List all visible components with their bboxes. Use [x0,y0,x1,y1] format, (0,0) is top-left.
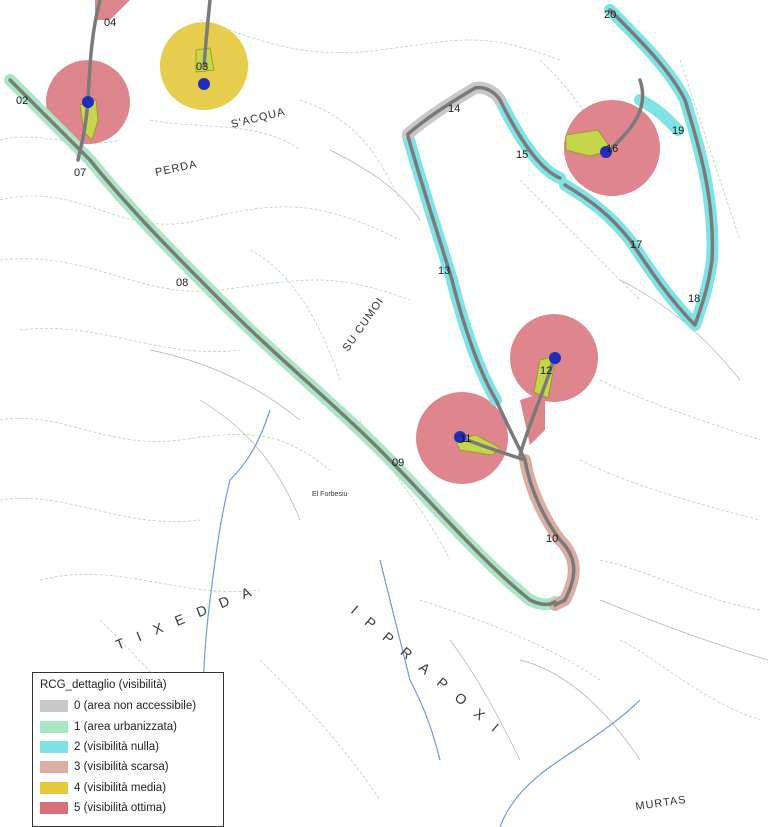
route-label: 13 [438,265,450,277]
route-label: 10 [546,533,558,545]
place-label: MURTAS [635,794,688,813]
legend-item: 2 (visibilità nulla) [40,737,215,757]
route-label: 03 [196,61,208,73]
legend-swatch [40,720,68,733]
map-legend: RCG_dettaglio (visibilità) 0 (area non a… [32,672,224,827]
legend-label: 1 (area urbanizzata) [74,720,177,733]
place-label: S'ACQUA [230,106,287,131]
survey-points [82,78,612,443]
legend-swatch [40,700,68,713]
legend-item: 5 (visibilità ottima) [40,798,215,818]
legend-swatch [40,761,68,774]
route-label: 07 [74,167,86,179]
legend-item: 0 (area non accessibile) [40,696,215,716]
place-label: PERDA [154,158,198,179]
place-label: SU CUMOI [341,295,387,353]
route-label: 15 [516,149,528,161]
legend-label: 3 (visibilità scarsa) [74,761,169,774]
route-label: 19 [672,125,684,137]
visibility-zone-ottima [46,0,660,484]
area-label: TIXEDDA [113,579,266,653]
route-centerlines [8,0,715,607]
legend-item: 4 (visibilità media) [40,778,215,798]
legend-item: 3 (visibilità scarsa) [40,757,215,777]
route-label: 04 [104,17,116,29]
legend-item: 1 (area urbanizzata) [40,716,215,736]
river [202,409,641,827]
route-label: 12 [540,365,552,377]
legend-swatch [40,802,68,815]
route-labels: 02 04 07 08 09 10 11 12 13 14 15 16 17 1… [16,9,700,545]
minor-roads [149,149,768,761]
route-label: 14 [448,103,460,115]
route-label: 02 [16,95,28,107]
route-label: 08 [176,277,188,289]
place-label: El Forbesiu [312,491,348,498]
legend-swatch [40,781,68,794]
route-label: 09 [392,457,404,469]
legend-title: RCG_dettaglio (visibilità) [40,679,167,691]
route-label: 16 [606,143,618,155]
route-label: 18 [688,293,700,305]
route-label: 17 [630,239,642,251]
legend-label: 5 (visibilità ottima) [74,802,167,815]
legend-label: 4 (visibilità media) [74,781,167,794]
legend-label: 2 (visibilità nulla) [74,740,160,753]
route-label: 11 [460,433,471,445]
legend-label: 0 (area non accessibile) [74,700,197,713]
route-label: 20 [604,9,616,21]
area-label: IPPRAPOXI [348,602,513,744]
legend-swatch [40,740,68,753]
